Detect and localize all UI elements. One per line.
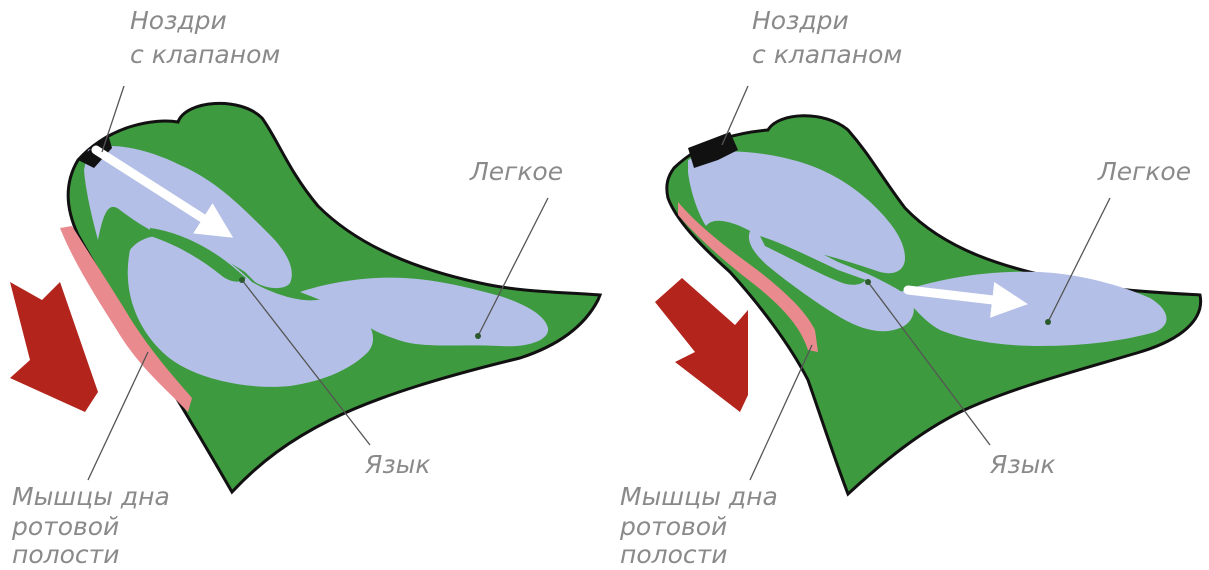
muscles-label-right-line3: полости [620, 540, 727, 570]
nostrils-label-right-line1: Ноздри [752, 6, 849, 36]
right-panel [655, 86, 1201, 494]
lung-point-left [475, 333, 481, 339]
lung-label-right: Легкое [1098, 157, 1191, 187]
leader-muscles-right [750, 345, 812, 480]
lung-label-left: Легкое [470, 157, 563, 187]
muscles-label-left-line1: Мышцы дна [12, 482, 170, 512]
muscle-push-arrow-left [10, 282, 98, 412]
tongue-label-left: Язык [365, 450, 431, 480]
muscle-push-arrow-right [655, 278, 748, 412]
muscles-label-right-line1: Мышцы дна [620, 482, 778, 512]
lung-point-right [1045, 319, 1051, 325]
muscles-label-right-line2: ротовой [620, 512, 727, 542]
tongue-point-left [239, 277, 245, 283]
muscles-label-left-line2: ротовой [12, 512, 119, 542]
left-panel [10, 86, 600, 492]
nostrils-label-right-line2: с клапаном [752, 40, 902, 70]
tongue-label-right: Язык [990, 450, 1056, 480]
leader-muscles-left [88, 352, 148, 480]
tongue-point-right [865, 279, 871, 285]
nostrils-label-left-line1: Ноздри [130, 6, 227, 36]
nostrils-label-left-line2: с клапаном [130, 40, 280, 70]
muscles-label-left-line3: полости [12, 540, 119, 570]
